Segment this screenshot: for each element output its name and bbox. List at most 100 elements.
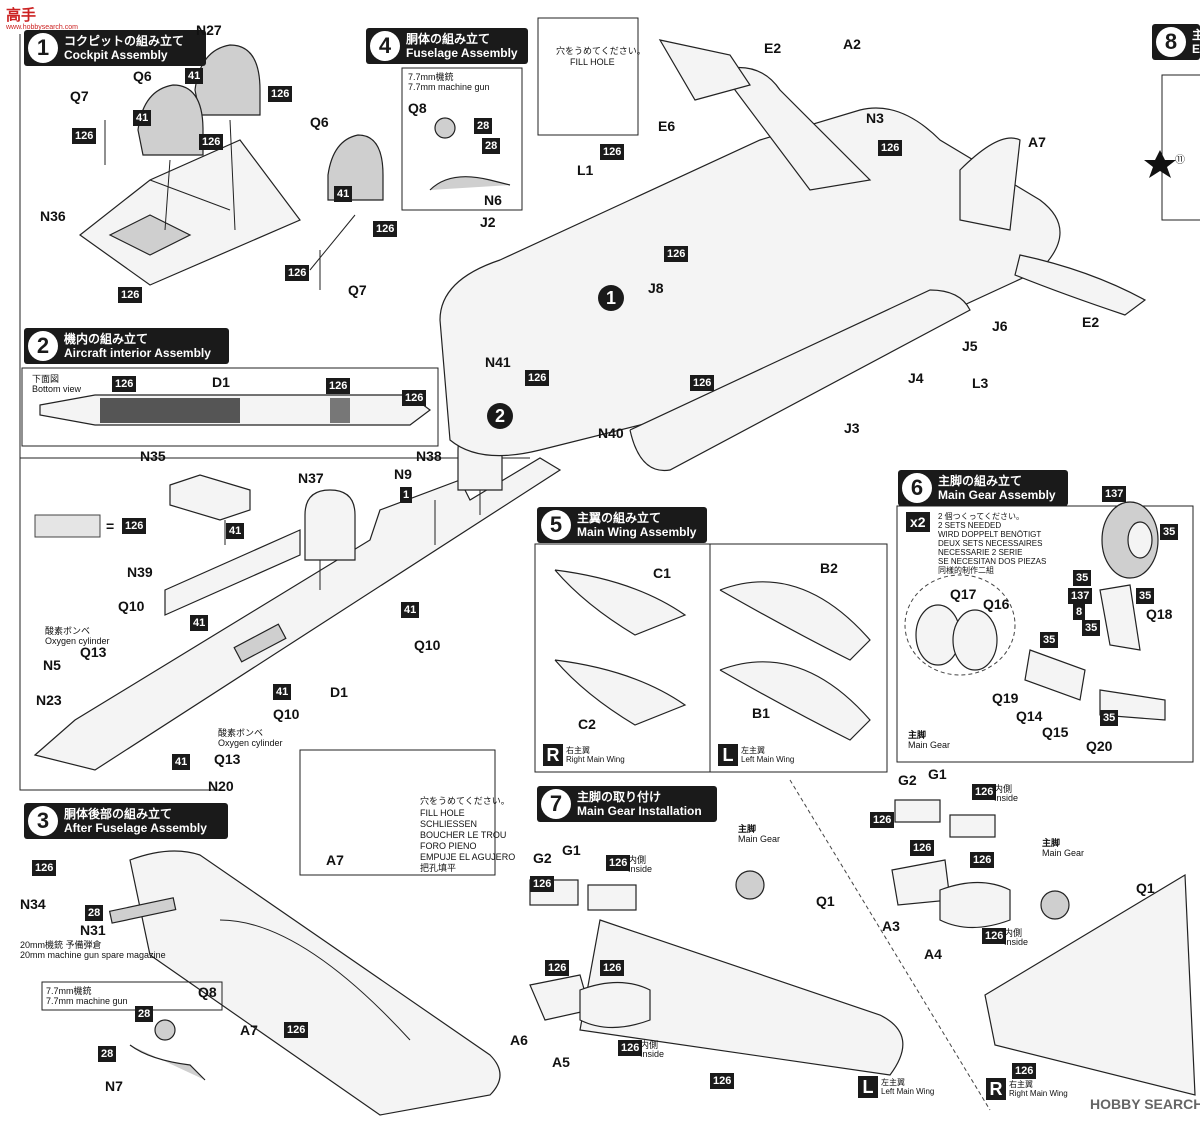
inside-en-b: Inside: [640, 1049, 665, 1059]
label-q16: Q16: [983, 596, 1010, 612]
label-n41: N41: [485, 354, 511, 370]
color-28: 28: [98, 1046, 117, 1062]
color-8: 8: [1073, 604, 1086, 620]
label-e2-right: E2: [1082, 314, 1100, 330]
mg-en-b: 7.7mm machine gun: [46, 996, 128, 1006]
label-e6: E6: [658, 118, 676, 134]
color-126: 126: [606, 855, 631, 871]
label-n23: N23: [36, 692, 62, 708]
seat-q6-b: [327, 134, 384, 201]
callout-step-1: 1: [598, 285, 624, 311]
label-q18: Q18: [1146, 606, 1173, 622]
fill-hole-en: FILL HOLE: [420, 808, 465, 818]
fill-hole-de: SCHLIESSEN: [420, 819, 478, 829]
label-a7-detail: A7: [326, 852, 344, 868]
main-gear-jp-7b: 主脚: [1042, 838, 1061, 848]
inside-en-d: Inside: [1004, 937, 1029, 947]
color-126: 126: [199, 134, 224, 150]
label-j2: J2: [480, 214, 496, 230]
label-n37: N37: [298, 470, 324, 486]
sets-jp: 2 個つくってください。: [938, 512, 1025, 521]
label-a6-left: A6: [510, 1032, 528, 1048]
watermark-url: www.hobbysearch.com: [6, 24, 78, 31]
label-a7-bottom: A7: [240, 1022, 258, 1038]
magazine-en: 20mm machine gun spare magazine: [20, 950, 166, 960]
color-28: 28: [135, 1006, 154, 1022]
legend-eq: =: [106, 518, 115, 534]
inside-en-a: Inside: [628, 864, 653, 874]
label-a2: A2: [843, 36, 861, 52]
oxygen-jp-2: 酸素ボンベ: [218, 728, 264, 738]
color-35: 35: [1100, 710, 1119, 726]
color-126: 126: [690, 375, 715, 391]
sets-en: 2 SETS NEEDED: [938, 521, 1002, 530]
label-q6: Q6: [133, 68, 152, 84]
main-gear-en-7a: Main Gear: [738, 834, 781, 844]
color-126: 126: [373, 221, 398, 237]
label-n39: N39: [127, 564, 153, 580]
color-35: 35: [1082, 620, 1101, 636]
color-126: 126: [285, 265, 310, 281]
label-q10-c: Q10: [273, 706, 300, 722]
inside-en-c: Inside: [994, 793, 1019, 803]
label-n9: N9: [394, 466, 412, 482]
color-41: 41: [226, 523, 245, 539]
sets-it: NECESSARIE 2 SERIE: [938, 548, 1023, 557]
color-35: 35: [1040, 632, 1059, 648]
label-q8-b: Q8: [198, 984, 217, 1000]
mg-jp-b: 7.7mm機銃: [46, 986, 92, 996]
label-q13: Q13: [80, 644, 107, 660]
label-q17: Q17: [950, 586, 977, 602]
label-j8: J8: [648, 280, 664, 296]
color-126: 126: [530, 876, 555, 892]
label-d1: D1: [330, 684, 348, 700]
label-q7: Q7: [70, 88, 89, 104]
bottom-view-jp: 下面図: [32, 374, 60, 384]
main-gear-en-7b: Main Gear: [1042, 848, 1085, 858]
fill-hole-zh: 把孔填平: [420, 863, 457, 873]
label-q19: Q19: [992, 690, 1019, 706]
step-8-ref: ⑪: [1175, 155, 1185, 166]
color-41: 41: [334, 186, 353, 202]
label-q6-b: Q6: [310, 114, 329, 130]
label-n3: N3: [866, 110, 884, 126]
color-126: 126: [618, 1040, 643, 1056]
label-q10-a: Q10: [118, 598, 145, 614]
rack-n35: [169, 474, 251, 521]
color-126: 126: [970, 852, 995, 868]
color-126: 126: [326, 378, 351, 394]
inside-jp-d: 内側: [1004, 928, 1023, 938]
magazine-jp: 20mm機銃 予備弾倉: [20, 940, 102, 950]
color-126: 126: [268, 86, 293, 102]
color-137: 137: [1102, 486, 1127, 502]
wheels-q16-q17: [915, 604, 998, 671]
label-j6: J6: [992, 318, 1008, 334]
label-n38: N38: [416, 448, 442, 464]
label-l3: L3: [972, 375, 989, 391]
mg-jp-a: 7.7mm機銃: [408, 72, 454, 82]
sets-zh: 同樣的制作二組: [938, 566, 994, 575]
tire-137: [1101, 501, 1159, 579]
label-n27: N27: [196, 22, 222, 38]
label-n40: N40: [598, 425, 624, 441]
color-126: 126: [870, 812, 895, 828]
label-a5-left: A5: [552, 1054, 570, 1070]
color-126: 126: [910, 840, 935, 856]
oxygen-en-2: Oxygen cylinder: [218, 738, 283, 748]
watermark-logo: 高手: [6, 7, 37, 24]
color-126: 126: [118, 287, 143, 303]
color-126: 126: [664, 246, 689, 262]
color-126: 126: [982, 928, 1007, 944]
label-g2-right: G2: [898, 772, 917, 788]
x2-badge: x2: [906, 512, 930, 532]
label-a7-top: A7: [1028, 134, 1046, 150]
main-gear-en-6: Main Gear: [908, 740, 951, 750]
wing-b2: [719, 581, 871, 661]
color-41: 41: [190, 615, 209, 631]
